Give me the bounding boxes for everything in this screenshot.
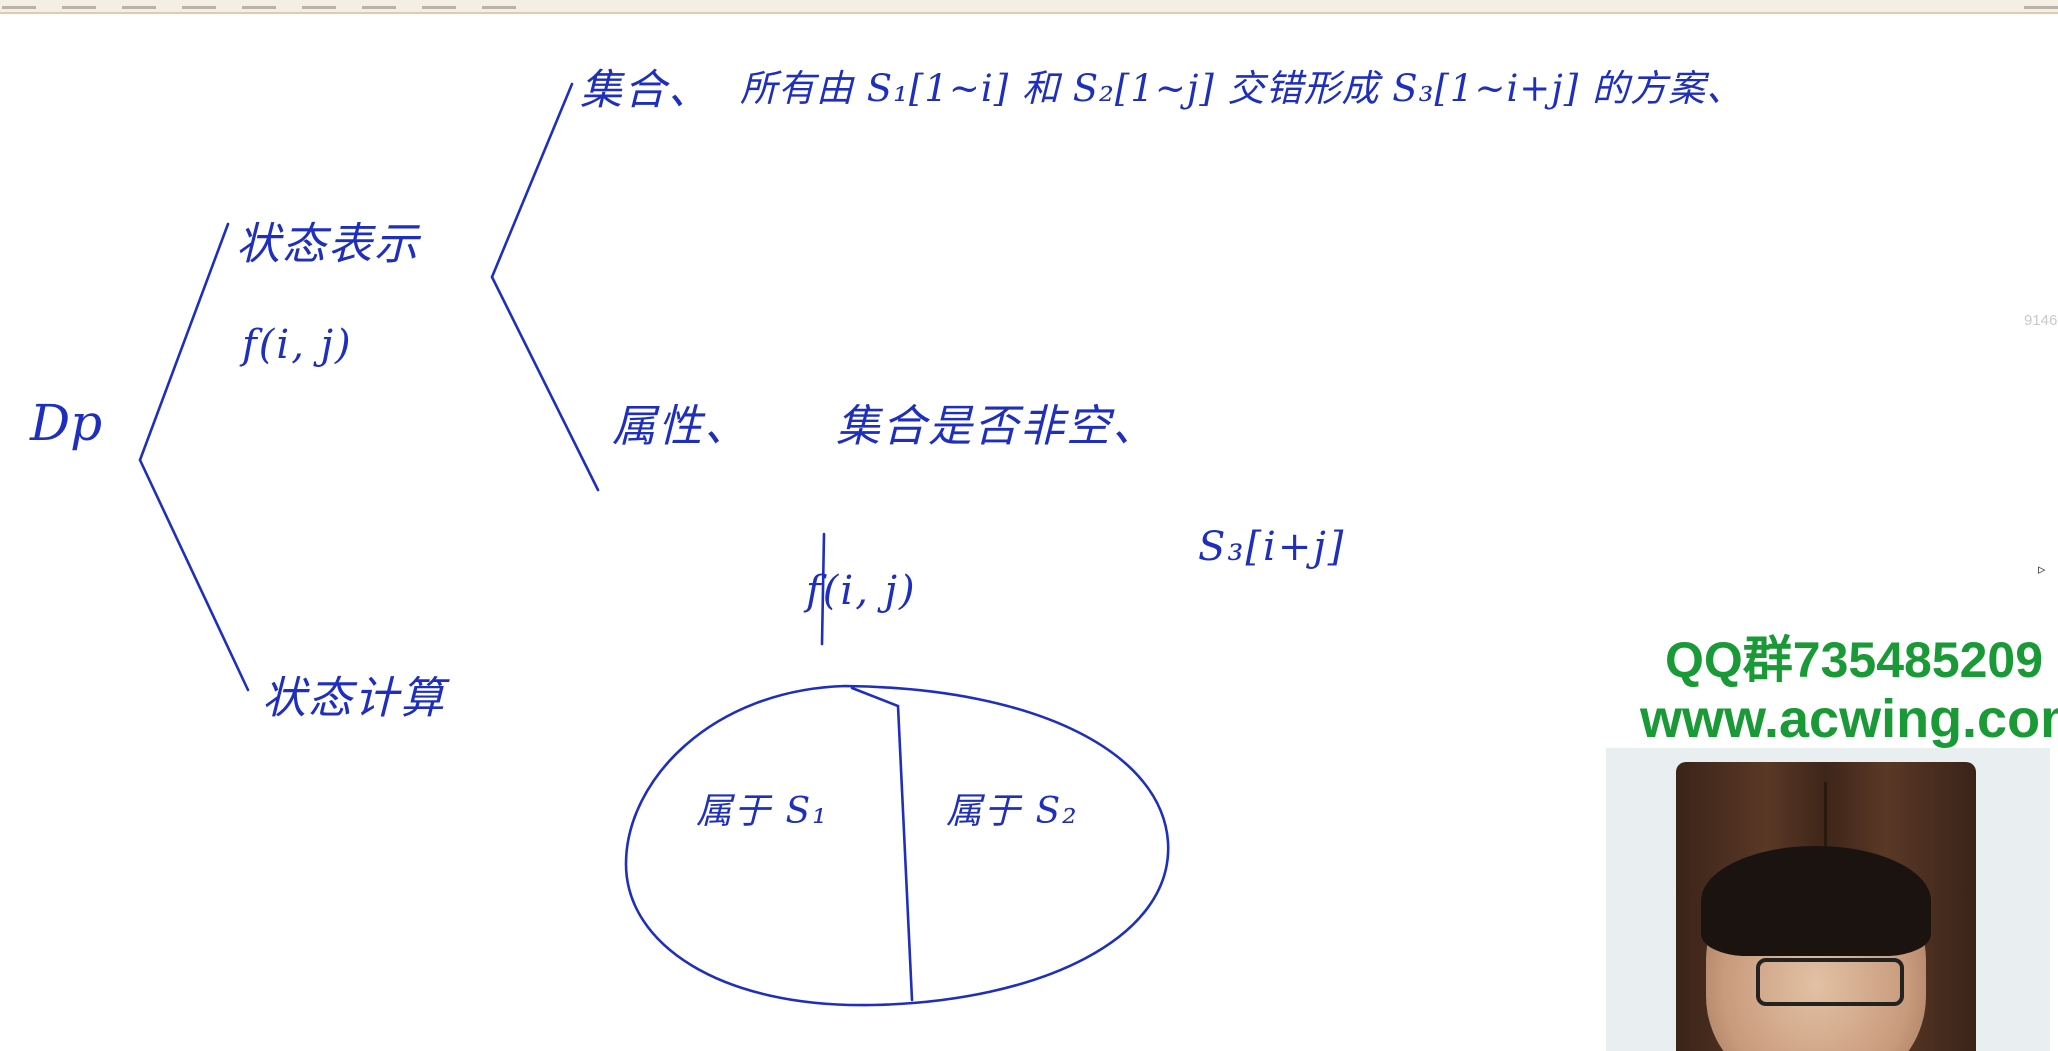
app-top-strip xyxy=(0,0,2058,14)
menu-item-9[interactable] xyxy=(482,0,516,9)
window-control[interactable] xyxy=(2024,0,2058,9)
menu-item-4[interactable] xyxy=(182,0,216,9)
ellipse-partition-line xyxy=(850,686,914,1002)
menu-item-2[interactable] xyxy=(62,0,96,9)
attribute-label: 属性、 xyxy=(612,401,750,452)
menu-item-7[interactable] xyxy=(362,0,396,9)
state-representation-label: 状态表示 xyxy=(236,219,420,270)
attribute-value: 集合是否非空、 xyxy=(836,401,1158,452)
webcam-video-overlay[interactable] xyxy=(1606,748,2050,1051)
set-label: 集合、 xyxy=(580,65,713,114)
qq-group-watermark: QQ群735485209 xyxy=(1665,632,2044,688)
menu-item-3[interactable] xyxy=(122,0,156,9)
attribute-branch-stroke xyxy=(490,275,600,492)
menu-item-1[interactable] xyxy=(2,0,36,9)
partition-ellipse xyxy=(624,684,1170,1007)
margin-number: 9146 xyxy=(2024,312,2058,329)
set-branch-stroke xyxy=(490,82,574,279)
menu-item-5[interactable] xyxy=(242,0,276,9)
set-description: 所有由 S₁[1~i] 和 S₂[1~j] 交错形成 S₃[1~i+j] 的方案… xyxy=(740,67,1744,110)
left-part-label: 属于 S₁ xyxy=(696,791,829,832)
menu-item-8[interactable] xyxy=(422,0,456,9)
root-dp-label: Dp xyxy=(30,394,103,452)
diagram-stem-stroke xyxy=(820,532,826,646)
s3-index-label: S₃[i+j] xyxy=(1198,524,1346,570)
state-computation-label: 状态计算 xyxy=(262,673,446,724)
ink-strokes xyxy=(138,82,1170,1007)
menu-item-6[interactable] xyxy=(302,0,336,9)
upper-branch-stroke xyxy=(138,222,230,462)
website-watermark: www.acwing.com xyxy=(1640,689,2058,749)
presenter-hair xyxy=(1701,846,1931,956)
glasses-icon xyxy=(1756,958,1904,1006)
mouse-cursor-icon: ▹ xyxy=(2038,560,2046,578)
lower-branch-stroke xyxy=(138,458,250,692)
right-part-label: 属于 S₂ xyxy=(946,791,1079,832)
whiteboard-canvas[interactable]: Dp 状态表示 f(i, j) 集合、 所有由 S₁[1~i] 和 S₂[1~j… xyxy=(0,12,2058,1051)
diagram-function-label: f(i, j) xyxy=(806,568,917,614)
state-function-label: f(i, j) xyxy=(242,322,353,368)
